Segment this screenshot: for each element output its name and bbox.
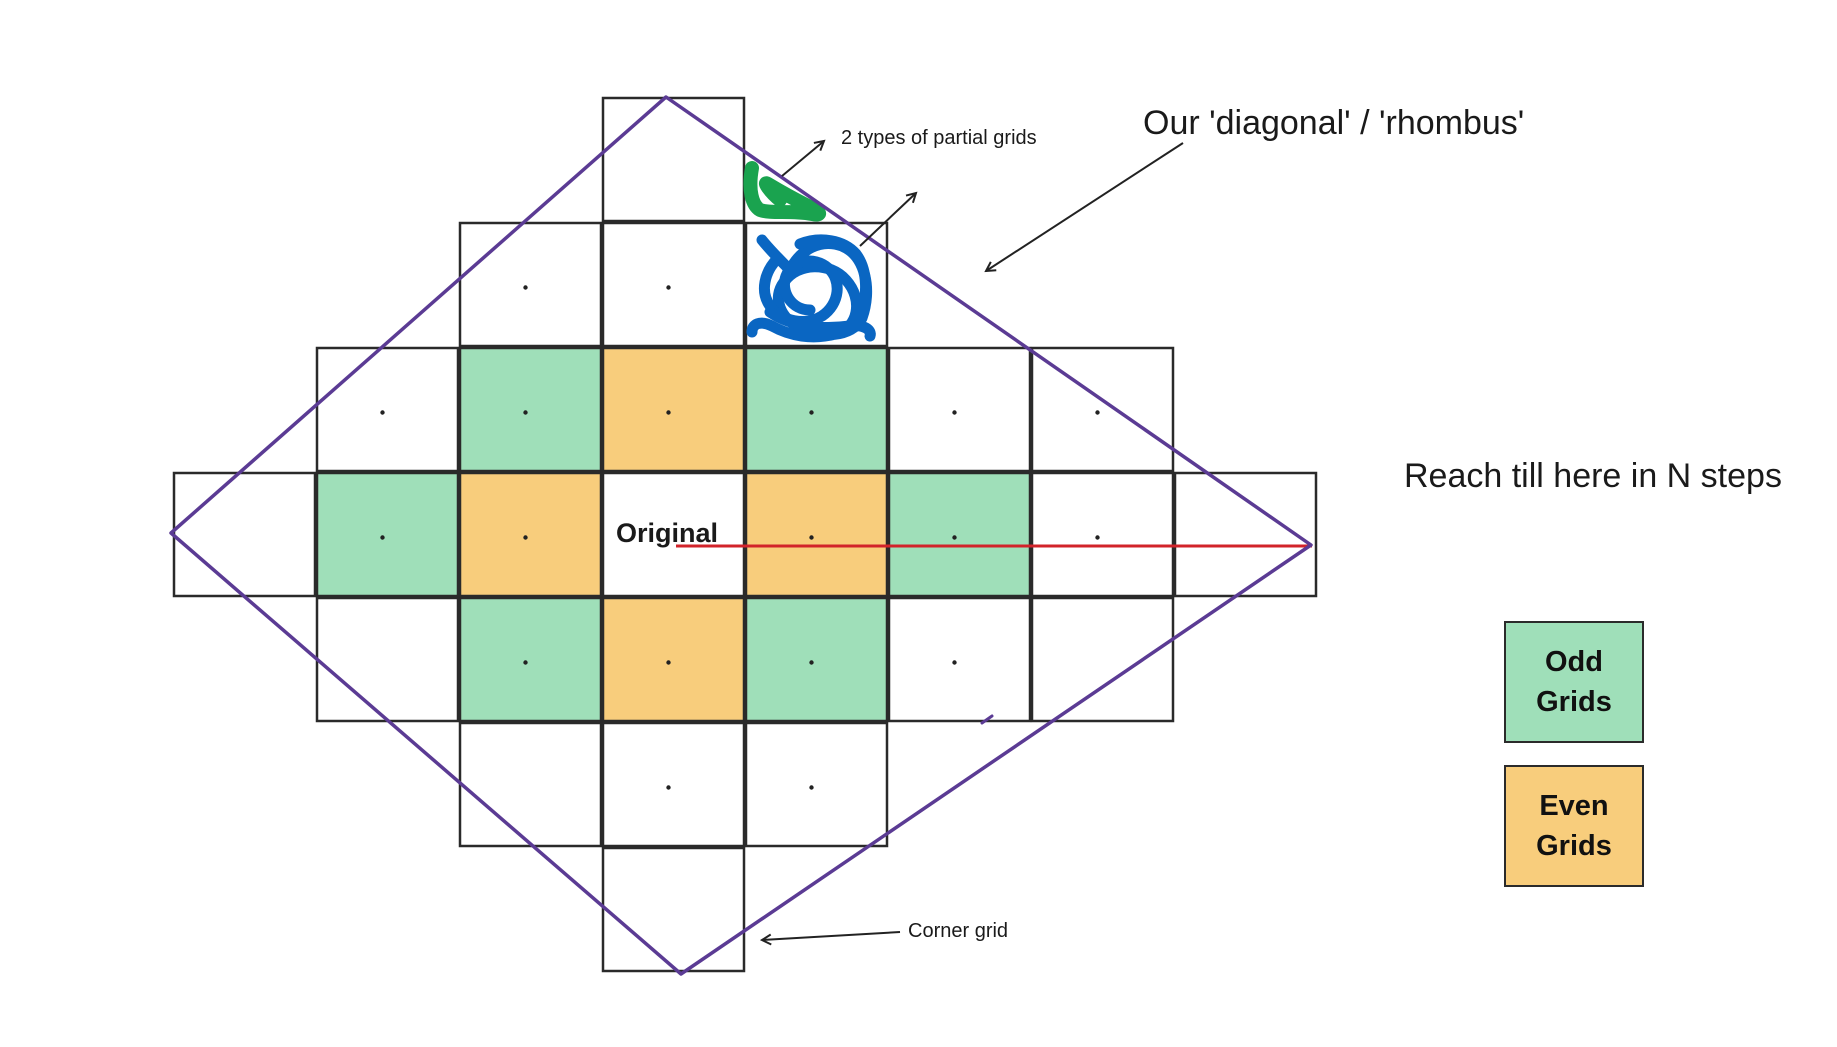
cell-center-dot xyxy=(952,660,957,665)
odd-grid-cell xyxy=(315,471,460,598)
rhombus-outline xyxy=(169,95,1313,976)
corner-arrow xyxy=(762,931,901,940)
cell-center-dot xyxy=(809,410,814,415)
partial-arrow-1 xyxy=(781,141,824,177)
legend-odd-label: Odd Grids xyxy=(1536,646,1612,718)
partial-arrow-2 xyxy=(859,193,916,247)
even-grid-cell xyxy=(601,346,746,473)
original-label: Original xyxy=(616,518,719,548)
plain-grid-cell xyxy=(1030,471,1175,598)
plain-grid-cell xyxy=(601,96,746,223)
cell-center-dot xyxy=(809,535,814,540)
plain-grid-cell xyxy=(172,471,317,598)
cell-center-dot xyxy=(523,285,528,290)
rhombus-annotation: Our 'diagonal' / 'rhombus' xyxy=(1143,104,1525,142)
cell-center-dot xyxy=(1095,535,1100,540)
corner-grid-annotation: Corner grid xyxy=(908,920,1009,942)
odd-grid-cell xyxy=(887,471,1032,598)
plain-grid-cell xyxy=(458,721,603,848)
plain-grid-cell xyxy=(601,846,746,973)
plain-grid-cell xyxy=(1173,471,1318,598)
cell-center-dot xyxy=(809,785,814,790)
even-grid-cell xyxy=(601,596,746,723)
plain-grid-cell xyxy=(601,221,746,348)
cell-center-dot xyxy=(380,410,385,415)
even-grid-cell xyxy=(744,471,889,598)
plain-grid-cell xyxy=(315,346,460,473)
reach-annotation: Reach till here in N steps xyxy=(1404,457,1782,495)
cell-center-dot xyxy=(523,410,528,415)
grid-cells xyxy=(172,96,1318,973)
odd-grid-cell xyxy=(744,346,889,473)
plain-grid-cell xyxy=(887,596,1032,723)
purple-tick-mark xyxy=(980,714,994,725)
cell-center-dot xyxy=(666,285,671,290)
plain-grid-cell xyxy=(1030,596,1175,723)
cell-center-dot xyxy=(809,660,814,665)
cell-center-dot xyxy=(666,785,671,790)
cell-center-dot xyxy=(1095,410,1100,415)
rhombus-arrow xyxy=(986,142,1184,271)
cell-center-dot xyxy=(666,410,671,415)
cell-center-dot xyxy=(523,660,528,665)
cell-center-dot xyxy=(380,535,385,540)
odd-grid-cell xyxy=(458,596,603,723)
legend-odd-grids: Odd Grids xyxy=(1504,621,1644,743)
plain-grid-cell xyxy=(887,346,1032,473)
plain-grid-cell xyxy=(601,721,746,848)
partial-grids-annotation: 2 types of partial grids xyxy=(841,127,1037,149)
legend-even-label: Even Grids xyxy=(1536,790,1612,862)
green-partial-scribble xyxy=(743,161,826,222)
plain-grid-cell xyxy=(744,721,889,848)
cell-center-dot xyxy=(952,410,957,415)
odd-grid-cell xyxy=(744,596,889,723)
odd-grid-cell xyxy=(458,346,603,473)
plain-grid-cell xyxy=(458,221,603,348)
even-grid-cell xyxy=(458,471,603,598)
cell-center-dot xyxy=(523,535,528,540)
blue-partial-scribble xyxy=(746,234,876,343)
plain-grid-cell xyxy=(315,596,460,723)
original-grid-cell xyxy=(601,471,746,598)
cell-center-dot xyxy=(666,660,671,665)
legend-even-grids: Even Grids xyxy=(1504,765,1644,887)
cell-center-dot xyxy=(952,535,957,540)
